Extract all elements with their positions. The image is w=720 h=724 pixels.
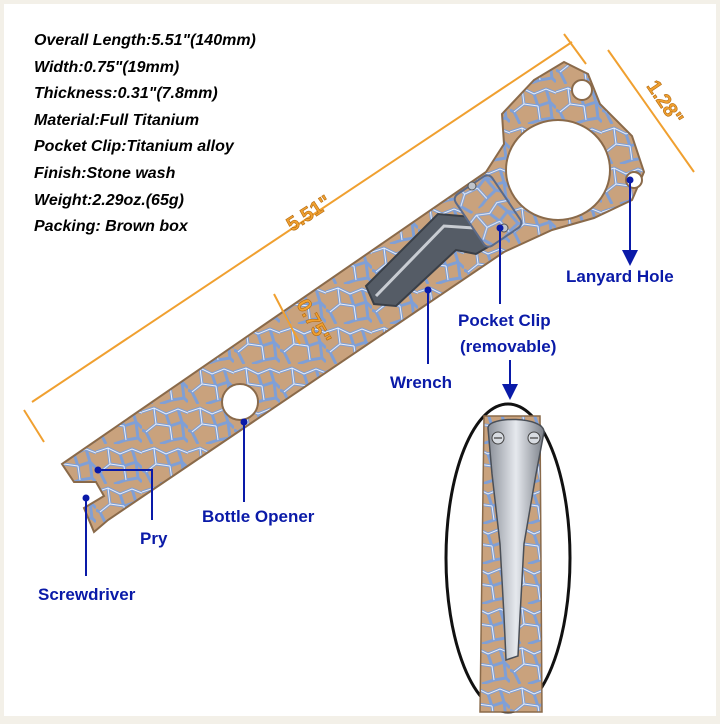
inset-clip (487, 418, 545, 662)
product-infographic: Overall Length:5.51"(140mm) Width:0.75"(… (4, 4, 716, 716)
clip-screw-top (467, 181, 477, 191)
spec-overall-length: Overall Length:5.51"(140mm) (34, 32, 256, 49)
diagram-canvas: 5.51" 1.28" 0.75" Lanyard Hole Pocket Cl… (23, 33, 695, 714)
callout-pry: Pry (94, 466, 168, 548)
wrench-shine (374, 224, 475, 298)
wrench-label: Wrench (390, 373, 452, 392)
spec-width: Width:0.75"(19mm) (34, 58, 180, 76)
head-dimension-label: 1.28" (642, 76, 687, 128)
titanium-tool (60, 60, 646, 534)
head-ring-hole (505, 119, 611, 221)
callout-wrench: Wrench (390, 286, 452, 392)
spec-packing: Packing: Brown box (34, 218, 188, 236)
tool-body (60, 60, 646, 534)
spec-finish: Finish:Stone wash (34, 164, 176, 182)
spec-thickness: Thickness:0.31"(7.8mm) (34, 85, 218, 103)
bottle-opener-label: Bottle Opener (202, 507, 315, 526)
lanyard-hole (571, 79, 593, 101)
spec-weight: Weight:2.29oz.(65g) (34, 191, 184, 209)
length-dimension-label: 5.51" (283, 191, 336, 236)
callout-screwdriver: Screwdriver (38, 494, 136, 604)
pocket-clip-label: Pocket Clip (458, 311, 551, 330)
callout-lanyard: Lanyard Hole (566, 176, 674, 286)
screwdriver-label: Screwdriver (38, 585, 136, 604)
spec-list: Overall Length:5.51"(140mm) Width:0.75"(… (34, 28, 256, 241)
lanyard-hole-label: Lanyard Hole (566, 267, 674, 286)
callout-pocket-clip: Pocket Clip (removable) (458, 224, 556, 400)
spec-material: Material:Full Titanium (34, 111, 200, 129)
spec-pocket-clip: Pocket Clip:Titanium alloy (34, 138, 234, 156)
pry-label: Pry (140, 529, 168, 548)
pocket-clip-inset (444, 402, 572, 714)
callout-bottle-opener: Bottle Opener (202, 418, 315, 526)
bottle-opener-hole (221, 383, 259, 421)
wrench-cutout (364, 212, 502, 308)
pocket-clip-sublabel: (removable) (460, 337, 556, 356)
